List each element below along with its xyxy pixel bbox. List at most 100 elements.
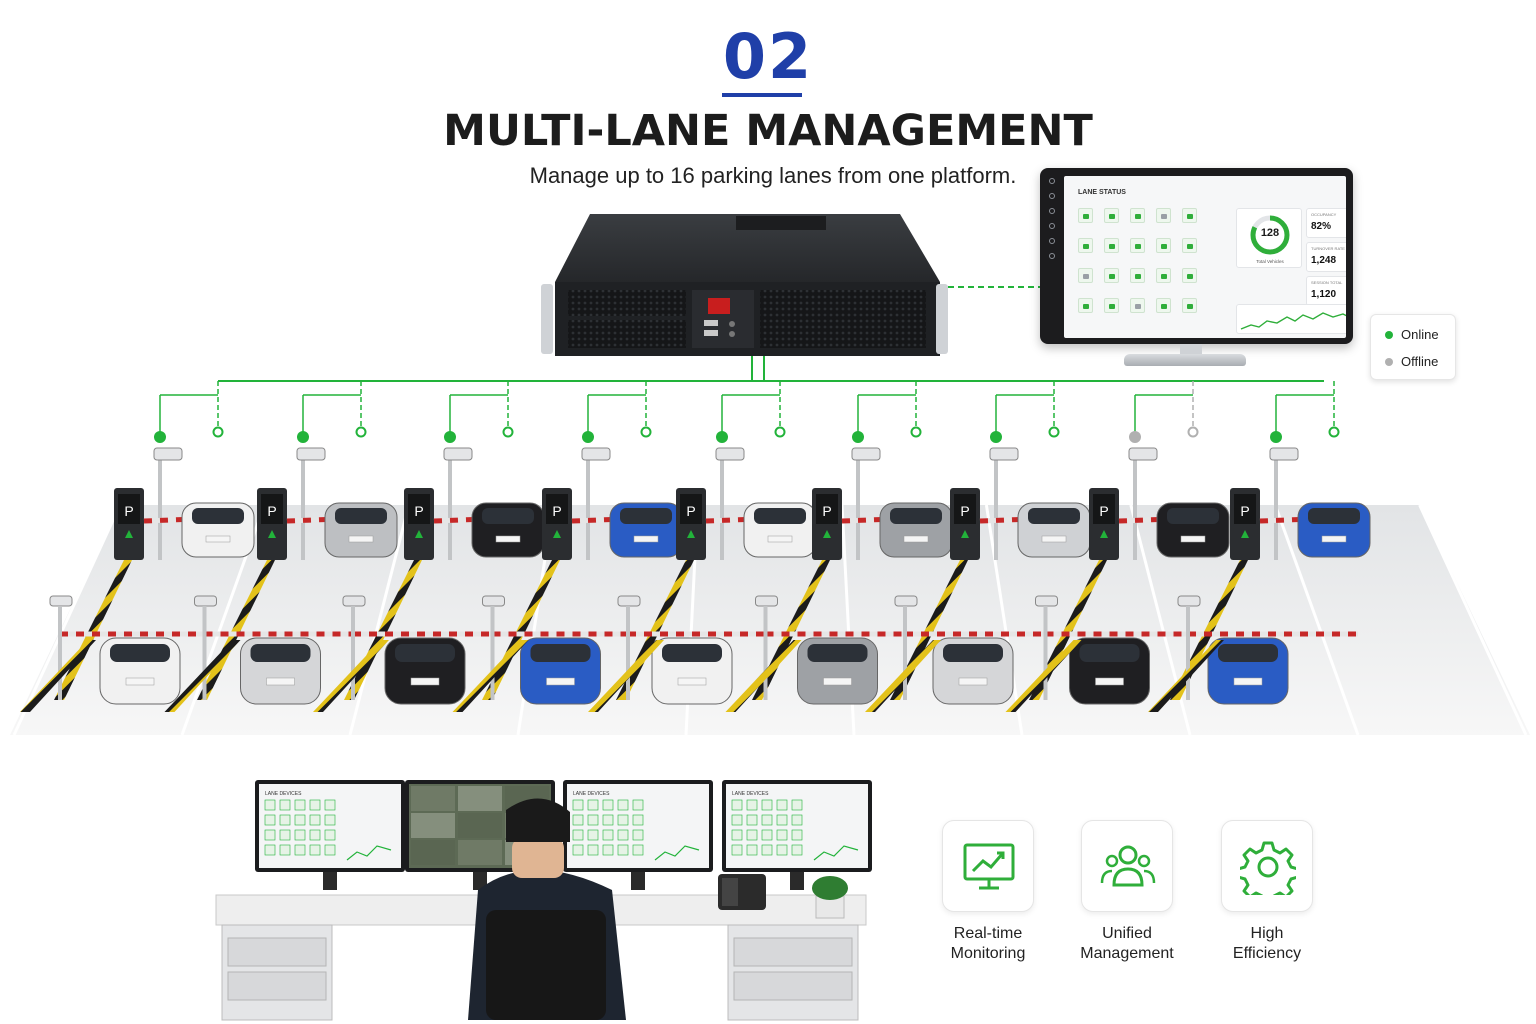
license-plate (410, 677, 440, 686)
lane-tile (746, 844, 758, 856)
license-plate (1041, 535, 1067, 543)
lane-tile (1182, 298, 1197, 313)
camera-feed (458, 786, 502, 811)
camera-icon (296, 447, 326, 461)
status-dot-icon (1129, 431, 1141, 443)
kiosk-screen (118, 494, 140, 524)
network-links (154, 286, 1340, 443)
desk-screen-title: LANE DEVICES (732, 791, 769, 797)
status-dot-icon (852, 431, 864, 443)
lane-tile (731, 799, 743, 811)
car-windshield (1028, 508, 1080, 524)
license-plate (495, 535, 521, 543)
camera-icon (755, 595, 778, 607)
car-windshield (395, 644, 455, 662)
parking-p-icon: P (414, 503, 423, 519)
parking-p-icon: P (686, 503, 695, 519)
monitor-base (1124, 354, 1246, 366)
hazard-curb (313, 640, 389, 712)
status-dot-icon (716, 431, 728, 443)
lane-tile (294, 829, 306, 841)
lane-tile (776, 799, 788, 811)
status-dot-icon (297, 431, 309, 443)
camera-icon (1128, 447, 1158, 461)
feature-card (942, 820, 1034, 912)
lane-tile (1156, 268, 1171, 283)
server-unit (541, 214, 948, 356)
lane-tile (731, 829, 743, 841)
lane-grid (1078, 208, 1228, 328)
lane-tile (761, 829, 773, 841)
stat-occupancy: OCCUPANCY 82% (1306, 208, 1346, 238)
lane-tile (264, 829, 276, 841)
lane-tile (791, 799, 803, 811)
lane-tile (324, 844, 336, 856)
parking-p-icon: P (124, 503, 133, 519)
monitor-stand (790, 872, 804, 890)
legend-online: Online (1385, 327, 1439, 342)
section-number: 02 (722, 20, 814, 93)
online-dot-icon (1385, 330, 1393, 339)
monitor-stand (473, 872, 487, 890)
stat-label: SESSION TOTAL (1311, 280, 1343, 285)
license-plate (546, 677, 575, 686)
status-legend: Online Offline (1370, 314, 1456, 380)
parking-p-icon: P (267, 503, 276, 519)
camera-feed (411, 813, 455, 838)
lane-tile (324, 799, 336, 811)
lane-tile (572, 814, 584, 826)
license-plate (633, 535, 659, 543)
parking-p-icon: P (1099, 503, 1108, 519)
lane-tile (731, 844, 743, 856)
camera-icon (989, 447, 1019, 461)
trend-line (346, 845, 392, 861)
license-plate (348, 535, 374, 543)
camera-icon (443, 447, 473, 461)
lane-tile (617, 829, 629, 841)
stat-label: TURNOVER RATE (1311, 246, 1345, 251)
feature-realtime-monitoring: Real-time Monitoring (922, 820, 1054, 980)
license-plate (1321, 535, 1347, 543)
lane-tile (1104, 238, 1119, 253)
hazard-curb (1005, 640, 1082, 712)
lane-tile (279, 799, 291, 811)
monitor-title: LANE STATUS (1078, 189, 1126, 196)
monitor-stand (323, 872, 337, 890)
link-node-icon (774, 426, 786, 438)
link-node-icon (355, 426, 367, 438)
trend-line (654, 845, 700, 861)
camera-feed (458, 813, 502, 838)
parking-p-icon: P (552, 503, 561, 519)
lane-divider (1418, 504, 1528, 736)
lane-tile (632, 844, 644, 856)
lane-tile (746, 829, 758, 841)
trend-line (813, 845, 859, 861)
camera-icon (482, 595, 505, 607)
users-icon (1100, 845, 1156, 887)
lane-tile (1104, 268, 1119, 283)
monitor-sidebar (1046, 178, 1058, 328)
desk-plant (812, 876, 848, 919)
lane-tile (617, 799, 629, 811)
lane-tile (587, 799, 599, 811)
lane-tile (617, 814, 629, 826)
stat-session: SESSION TOTAL 1,120 (1306, 276, 1346, 306)
lane-tile (776, 829, 788, 841)
kiosk-screen (680, 494, 702, 524)
lane-tile (761, 814, 773, 826)
lane-tile (572, 799, 584, 811)
link-node-icon (502, 426, 514, 438)
car-windshield (110, 644, 170, 662)
hazard-curb (20, 640, 96, 712)
go-arrow-icon (1241, 530, 1249, 538)
car-windshield (1218, 644, 1278, 662)
kiosk-screen (816, 494, 838, 524)
lane-tile (632, 829, 644, 841)
home-icon (1049, 178, 1055, 184)
link-node-icon (910, 426, 922, 438)
camera-icon (1269, 447, 1299, 461)
camera-icon (1035, 595, 1058, 607)
lane-tile (309, 814, 321, 826)
link-node-icon (640, 426, 652, 438)
